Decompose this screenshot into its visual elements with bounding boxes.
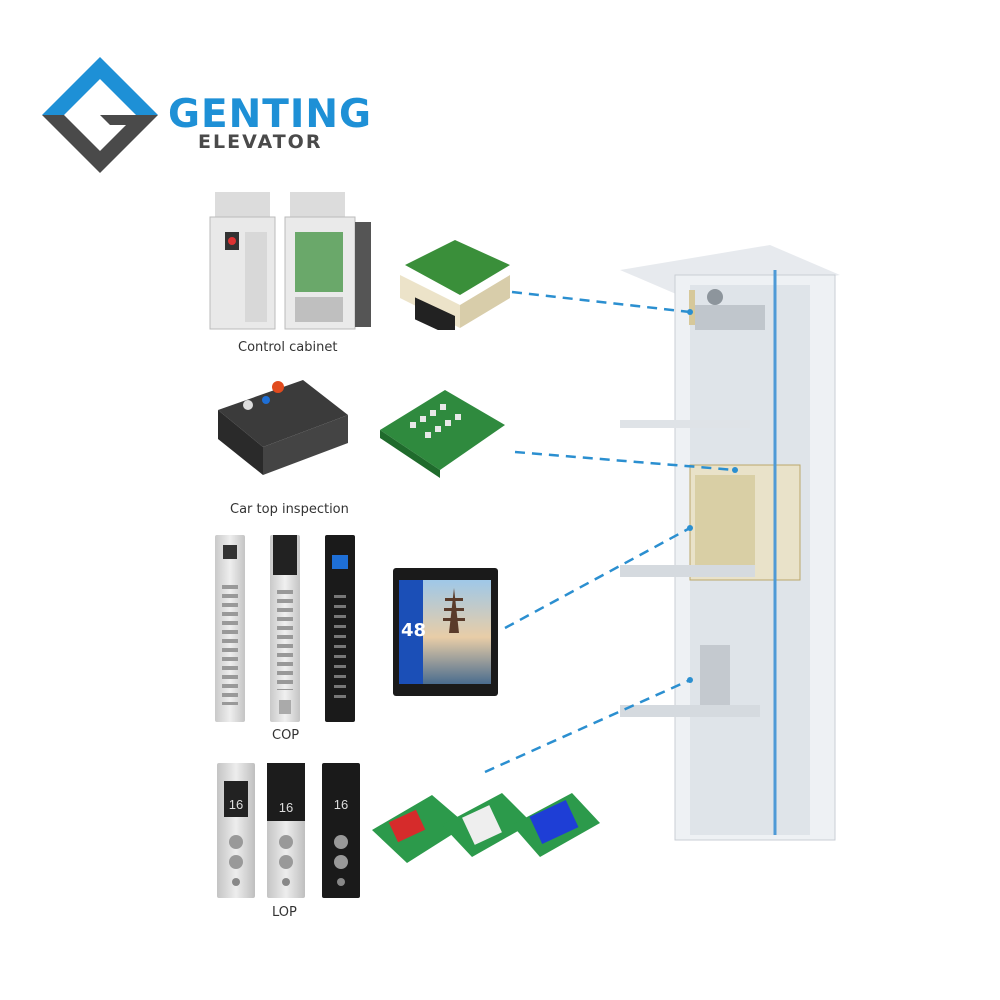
component-caption: Control cabinet	[238, 340, 338, 355]
lop-segment-display: 16	[333, 797, 349, 812]
pagoda-icon	[443, 588, 465, 633]
elevator-shaft-icon	[620, 245, 840, 841]
inspection-box-image	[208, 375, 353, 495]
control-cabinet-icon	[209, 192, 371, 330]
inverter-board-icon	[400, 240, 510, 338]
lop-panel-silver-black: 16	[267, 763, 305, 898]
component-caption: LOP	[272, 905, 297, 920]
lop-panel-silver: 16	[217, 763, 255, 898]
floor-number: 48	[401, 620, 427, 641]
genting-logo-icon	[42, 57, 158, 173]
connector-lop	[484, 678, 691, 774]
cop-panel-silver	[215, 535, 245, 722]
connector-cop	[504, 526, 691, 630]
lop-segment-display: 16	[224, 781, 248, 817]
component-caption: Car top inspection	[230, 502, 349, 517]
lop-panel-black: 16	[322, 763, 360, 898]
brand-subtitle: ELEVATOR	[198, 131, 323, 153]
inspection-box-icon	[218, 380, 348, 475]
cop-panel-black	[325, 535, 355, 722]
lcd-display-image: 48	[393, 568, 498, 696]
display-boards-image	[372, 785, 602, 870]
control-board-image	[395, 220, 515, 338]
cop-panel-silver-black	[270, 535, 300, 722]
brand-name: GENTING	[168, 92, 373, 137]
connector-car-top	[514, 450, 736, 472]
circuit-board-icon	[380, 390, 505, 478]
lop-segment-display: 16	[267, 763, 305, 821]
component-caption: COP	[272, 728, 300, 743]
inspection-board-image	[375, 380, 510, 490]
elevator-shaft-illustration	[605, 240, 845, 845]
control-cabinet-group	[205, 192, 375, 332]
display-board-icon	[372, 793, 600, 863]
brand-logo	[40, 55, 160, 175]
connector-control-cabinet	[511, 290, 691, 314]
